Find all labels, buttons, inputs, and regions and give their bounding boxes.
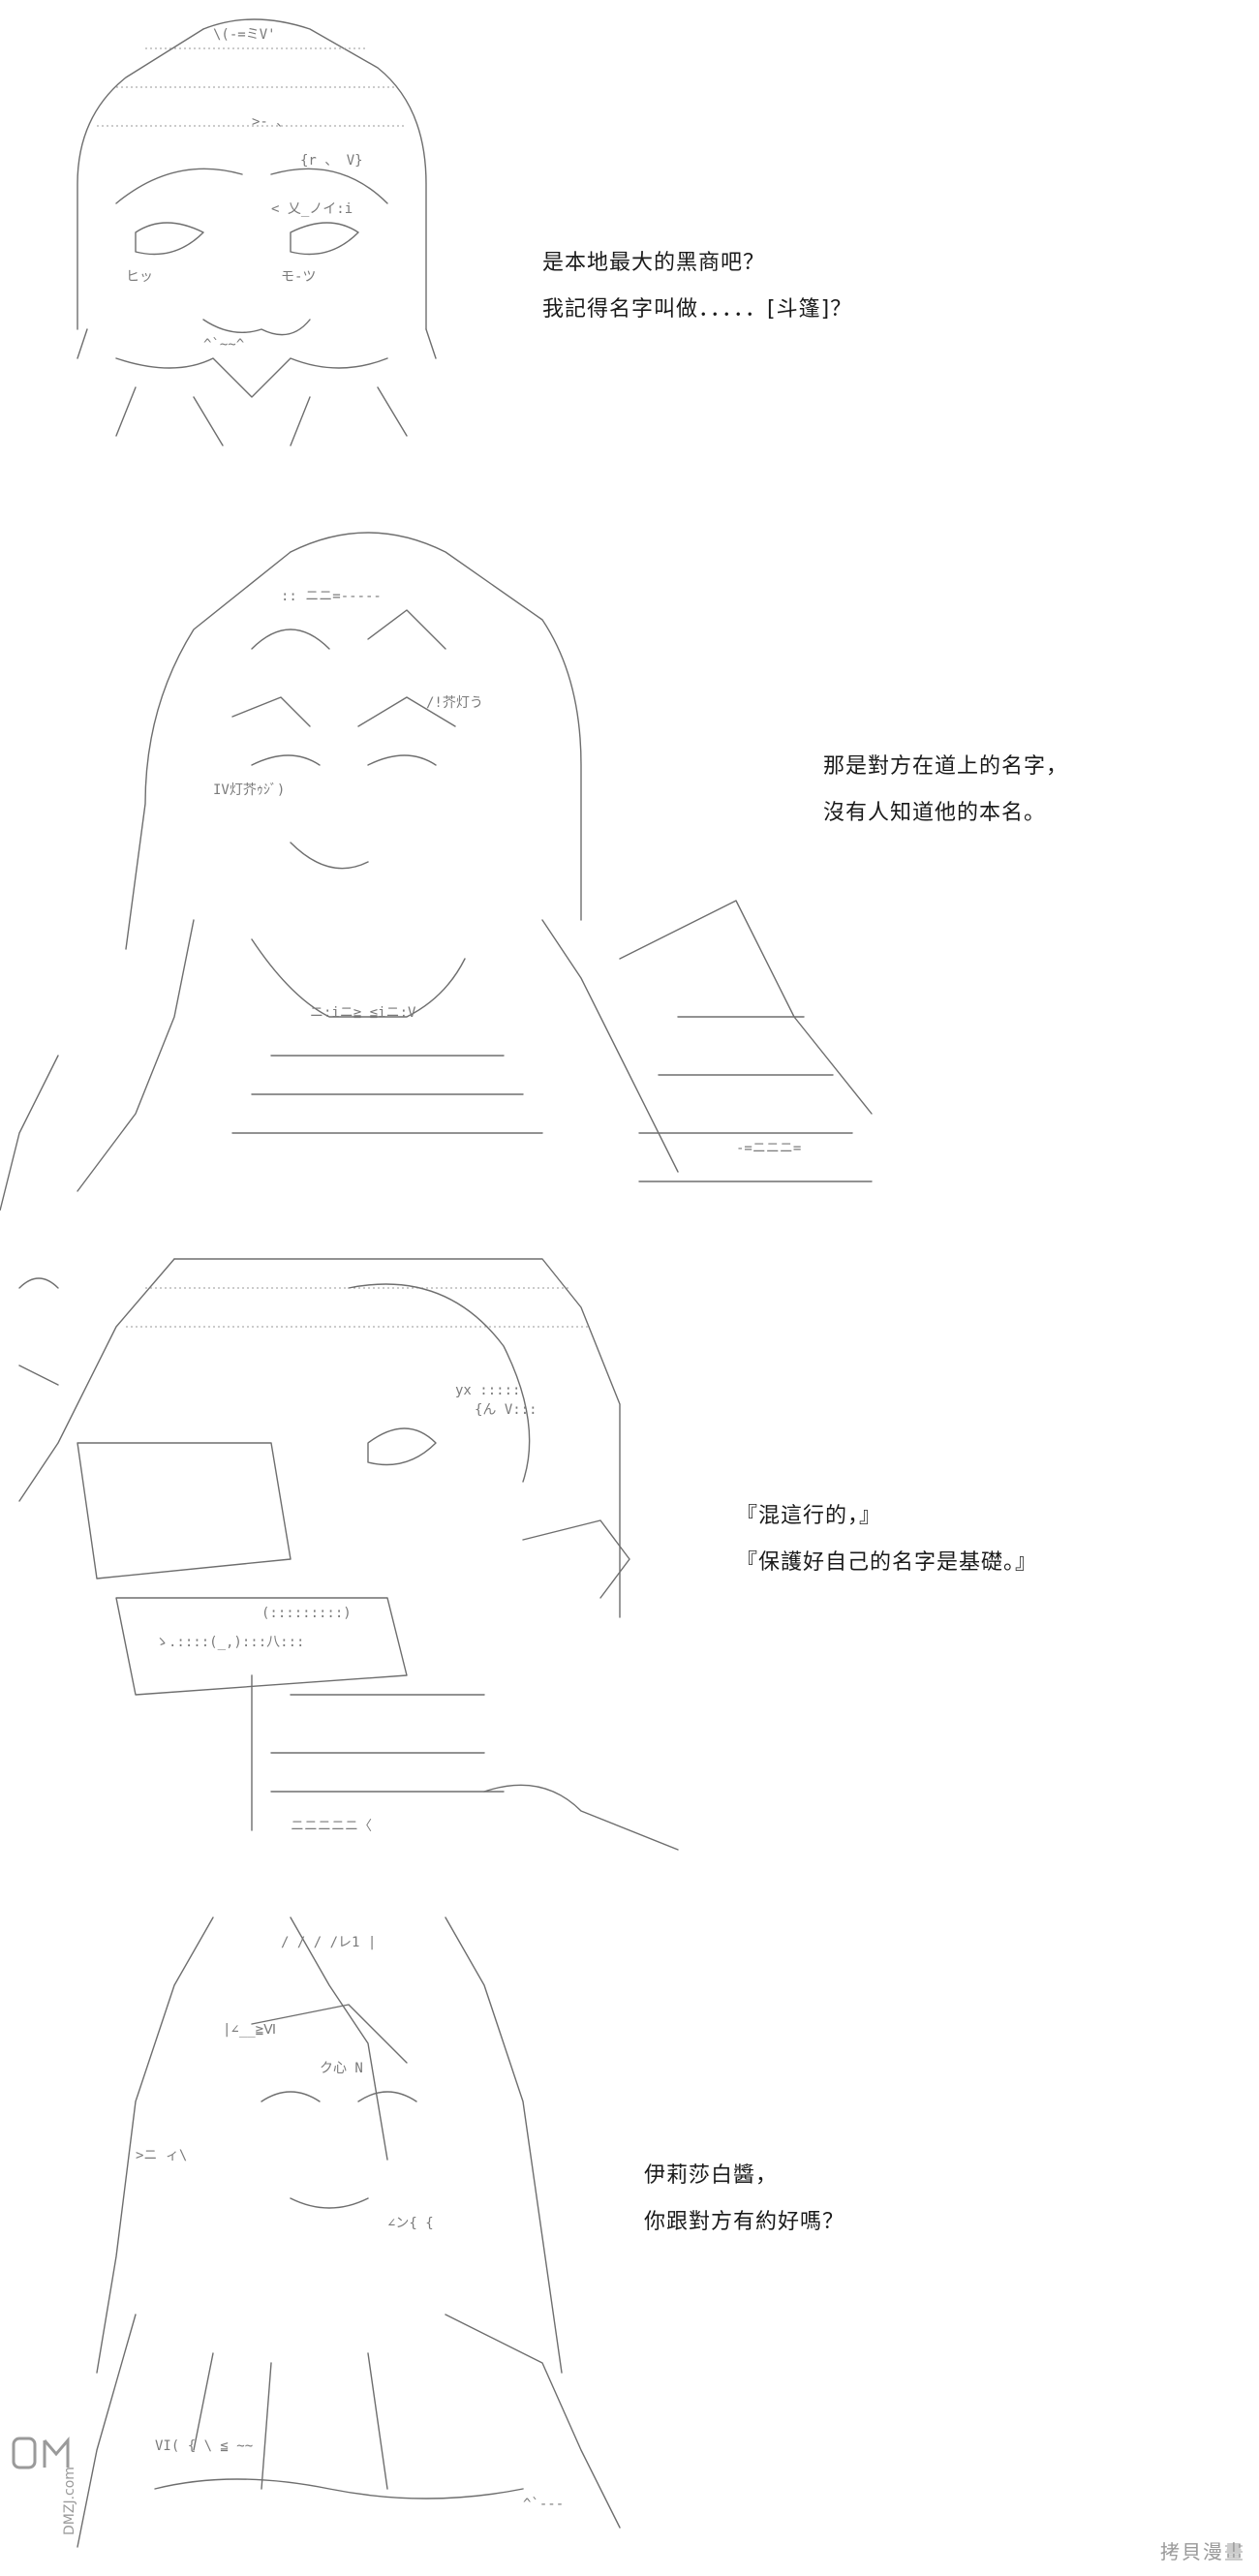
dialog-line: 『保護好自己的名字是基礎。』 [736, 1550, 1038, 1575]
dialog-line: 那是對方在道上的名字， [823, 754, 1069, 779]
svg-text:{ん V:::: {ん V::: [475, 1402, 537, 1418]
svg-text:/!芥灯う: /!芥灯う [426, 695, 483, 711]
copy-manga-watermark: 拷貝漫畫 [1160, 2540, 1245, 2563]
svg-text:< 乂_ノイ:i: < 乂_ノイ:i [271, 201, 353, 217]
svg-text:>- 、: >- 、 [252, 114, 290, 130]
panel-2: :: ニニ=----- IV灯芥ｩｼﾞ) /!芥灯う ニ:iニ≧ ≦iニ:V -… [0, 494, 1259, 1230]
dialog-panel-3: 『混這行的，』 『保護好自己的名字是基礎。』 [736, 1493, 1037, 1586]
dmzj-logo-icon: DMZJ.com [6, 2431, 93, 2557]
svg-text:DMZJ.com: DMZJ.com [62, 2467, 77, 2535]
svg-text:\(-=ミV': \(-=ミV' [213, 27, 276, 43]
svg-text:ゝ.::::(_,):::八:::: ゝ.::::(_,):::八::: [155, 1635, 304, 1650]
svg-text:^`---: ^`--- [523, 2497, 564, 2512]
svg-text:^`~~^: ^`~~^ [203, 337, 244, 353]
svg-text:yx :::::: yx ::::: [455, 1383, 520, 1398]
svg-text::: ニニ=-----: :: ニニ=----- [281, 589, 382, 604]
panel-3: yx ::::: {ん V::: (:::::::::) ニニニニニ〈 ゝ.::… [0, 1240, 1259, 1879]
svg-text:{r 、 V}: {r 、 V} [300, 153, 363, 169]
dialog-line: 我記得名字叫做．．．．．[斗篷]？ [542, 297, 853, 322]
svg-text:ク心 N: ク心 N [320, 2061, 363, 2076]
dialog-line: 『混這行的，』 [736, 1504, 882, 1528]
dialog-line: 你跟對方有約好嗎？ [644, 2210, 845, 2234]
panel-4: / / / /レ1 | |∠__≧Ⅵ ク心 N >ニ ィ\ ∠ン{ { VI( … [0, 1888, 1259, 2576]
svg-text:-=ニニニ=: -=ニニニ= [736, 1141, 801, 1156]
dialog-panel-4: 伊莉莎白醬， 你跟對方有約好嗎？ [644, 2153, 844, 2246]
svg-text:(:::::::::): (:::::::::) [261, 1606, 352, 1621]
ascii-art-character-2: :: ニニ=----- IV灯芥ｩｼﾞ) /!芥灯う ニ:iニ≧ ≦iニ:V -… [0, 513, 910, 1211]
panel-1: \(-=ミV' >- 、 {r 、 V} < 乂_ノイ:i ヒッ モ-ツ ^`~… [0, 0, 1259, 484]
svg-text:IV灯芥ｩｼﾞ): IV灯芥ｩｼﾞ) [213, 782, 285, 798]
svg-text:VI( { \ ≦ ~~: VI( { \ ≦ ~~ [155, 2438, 253, 2454]
svg-text:/ / / /レ1 |: / / / /レ1 | [281, 1935, 376, 1950]
ascii-art-character-4: / / / /レ1 | |∠__≧Ⅵ ク心 N >ニ ィ\ ∠ン{ { VI( … [39, 1908, 639, 2557]
svg-text:∠ン{ {: ∠ン{ { [387, 2216, 434, 2231]
svg-text:|∠__≧Ⅵ: |∠__≧Ⅵ [223, 2022, 276, 2038]
svg-text:ヒッ: ヒッ [126, 269, 153, 285]
svg-text:ニニニニニ〈: ニニニニニ〈 [291, 1819, 372, 1834]
ascii-art-character-3: yx ::::: {ん V::: (:::::::::) ニニニニニ〈 ゝ.::… [0, 1249, 736, 1869]
dialog-panel-2: 那是對方在道上的名字， 沒有人知道他的本名。 [823, 744, 1068, 837]
dialog-line: 是本地最大的黑商吧？ [542, 251, 766, 275]
dialog-line: 伊莉莎白醬， [644, 2163, 779, 2188]
dialog-panel-1: 是本地最大的黑商吧？ 我記得名字叫做．．．．．[斗篷]？ [542, 240, 852, 333]
svg-text:ニ:iニ≧ ≦iニ:V: ニ:iニ≧ ≦iニ:V [310, 1005, 416, 1021]
dialog-line: 沒有人知道他的本名。 [823, 801, 1047, 825]
svg-text:>ニ ィ\: >ニ ィ\ [136, 2148, 187, 2163]
ascii-art-character-1: \(-=ミV' >- 、 {r 、 V} < 乂_ノイ:i ヒッ モ-ツ ^`~… [58, 10, 445, 465]
svg-text:モ-ツ: モ-ツ [281, 269, 316, 285]
